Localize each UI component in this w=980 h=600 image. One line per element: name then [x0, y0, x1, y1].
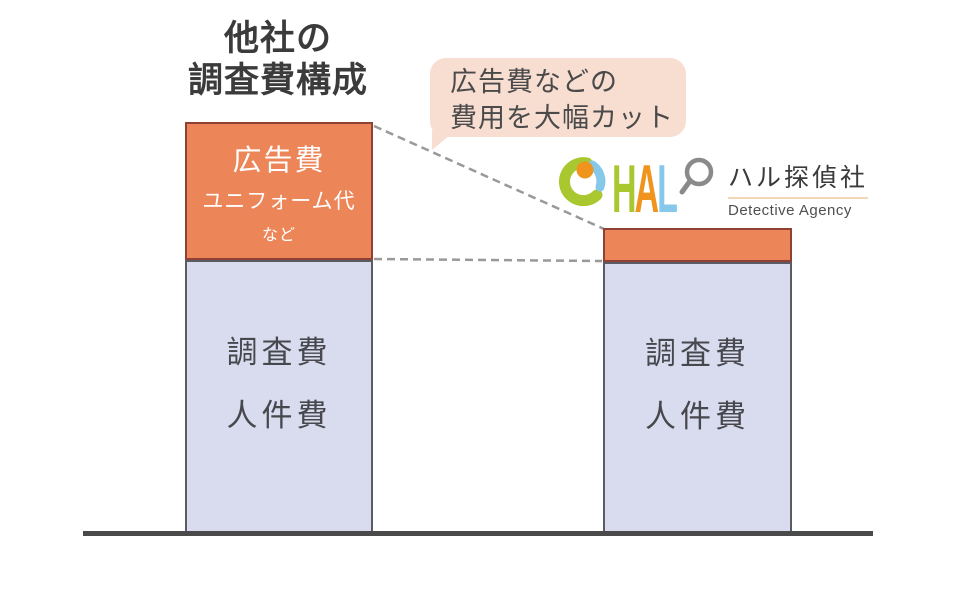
- logo-letter-l: L: [657, 151, 678, 227]
- hal-bar: 調査費 人件費: [603, 228, 792, 533]
- hal-ad-segment: [603, 228, 792, 262]
- ad-segment-label3: など: [261, 227, 296, 244]
- hal-labor-label-line2: 人件費: [645, 398, 750, 434]
- logo-name-en: Detective Agency: [728, 202, 852, 219]
- other-company-bar: 広告費 ユニフォーム代 など 調査費 人件費: [185, 122, 373, 533]
- callout-line2: 費用を大幅カット: [450, 103, 674, 134]
- hal-logo: HAL ハル探偵社 Detective Agency: [556, 153, 869, 223]
- labor-label-line2: 人件費: [226, 397, 332, 433]
- logo-names: ハル探偵社 Detective Agency: [728, 158, 869, 219]
- logo-letter-a: A: [634, 151, 660, 227]
- other-company-labor-segment: 調査費 人件費: [185, 260, 373, 533]
- hal-labor-label-line1: 調査費: [645, 335, 750, 371]
- callout-tail: [432, 130, 456, 150]
- logo-mark-icon: [559, 157, 606, 207]
- baseline: [83, 531, 873, 536]
- page-title: 他社の 調査費構成: [168, 18, 388, 102]
- logo-name-jp: ハル探偵社: [728, 158, 869, 199]
- logo-letters: HAL: [612, 155, 678, 223]
- callout-line1: 広告費などの: [450, 67, 618, 97]
- hal-labor-segment-label: 調査費 人件費: [645, 328, 750, 436]
- page-title-line1: 他社の: [223, 19, 332, 58]
- page-title-line2: 調査費構成: [187, 61, 368, 100]
- ad-segment-label2: ユニフォーム代: [202, 190, 356, 213]
- magnifier-icon: [679, 157, 714, 195]
- connector-line-bottom: [373, 257, 603, 263]
- ad-segment-label1: 広告費: [232, 145, 326, 177]
- labor-segment-label: 調査費 人件費: [227, 327, 332, 435]
- labor-label-line1: 調査費: [226, 334, 332, 370]
- logo-letter-h: H: [612, 151, 637, 227]
- callout-bubble: 広告費などの 費用を大幅カット: [430, 58, 686, 137]
- other-company-ad-segment: 広告費 ユニフォーム代 など: [185, 122, 373, 260]
- hal-labor-segment: 調査費 人件費: [603, 262, 792, 533]
